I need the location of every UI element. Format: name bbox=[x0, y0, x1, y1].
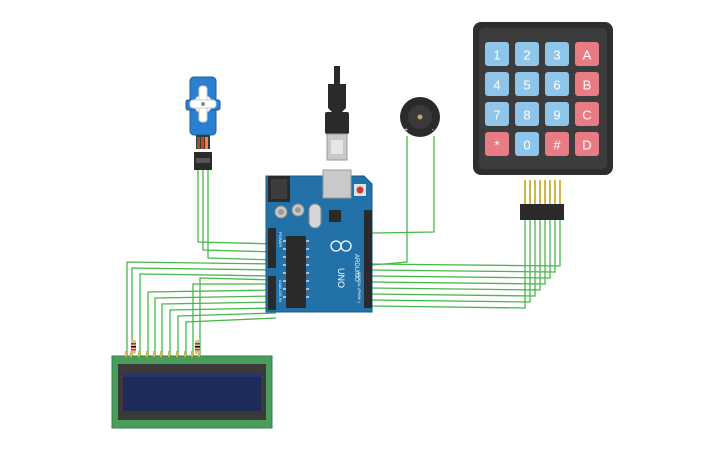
keypad-key-9[interactable]: 9 bbox=[545, 102, 569, 126]
arduino-uno-board[interactable]: ARDUINO UNO DIGITAL (PWM~) POWER ANALOG … bbox=[265, 169, 373, 313]
power-header-text: POWER bbox=[278, 232, 283, 247]
keypad-key-0[interactable]: 0 bbox=[515, 132, 539, 156]
keypad-wire-4[interactable] bbox=[371, 220, 541, 291]
keypad-key-label: 8 bbox=[523, 108, 530, 123]
keypad-key-face bbox=[545, 42, 569, 66]
lcd-wire-10[interactable] bbox=[192, 283, 276, 356]
keypad-wire-5[interactable] bbox=[371, 220, 546, 285]
keypad-key-face bbox=[545, 102, 569, 126]
keypad-key-6[interactable]: 6 bbox=[545, 72, 569, 96]
keypad-key-d[interactable]: D bbox=[575, 132, 599, 156]
keypad-key-1[interactable]: 1 bbox=[485, 42, 509, 66]
keypad-key-face bbox=[485, 42, 509, 66]
lcd-wire-1[interactable] bbox=[126, 261, 277, 356]
keypad-key-face bbox=[575, 42, 599, 66]
keypad-key-face bbox=[575, 102, 599, 126]
keypad-keys: 1 2 3 A 4 5 6 B 7 8 9 C * 0 # D bbox=[485, 42, 599, 156]
keypad-key-label: 7 bbox=[493, 108, 500, 123]
keypad-key-hash[interactable]: # bbox=[545, 132, 569, 156]
keypad-key-4[interactable]: 4 bbox=[485, 72, 509, 96]
resistor-2[interactable] bbox=[195, 340, 200, 354]
keypad-wire-8[interactable] bbox=[371, 220, 561, 267]
keypad-key-label: # bbox=[553, 138, 561, 153]
servo-motor[interactable] bbox=[185, 76, 221, 170]
arduino-model-text: UNO bbox=[336, 268, 346, 288]
buzzer-minus-label: - bbox=[432, 127, 435, 134]
keypad-wire-7[interactable] bbox=[371, 220, 556, 273]
servo-wire-2[interactable] bbox=[202, 170, 277, 253]
keypad-key-b[interactable]: B bbox=[575, 72, 599, 96]
keypad-key-label: A bbox=[583, 48, 592, 63]
keypad-key-5[interactable]: 5 bbox=[515, 72, 539, 96]
servo-wire-1[interactable] bbox=[197, 170, 277, 245]
keypad-key-label: C bbox=[582, 108, 591, 123]
lcd-wire-8[interactable] bbox=[177, 312, 277, 356]
keypad-key-label: 0 bbox=[523, 138, 530, 153]
keypad-key-3[interactable]: 3 bbox=[545, 42, 569, 66]
keypad-key-label: 1 bbox=[493, 48, 500, 63]
lcd-wire-6[interactable] bbox=[161, 301, 277, 356]
keypad-key-face bbox=[485, 72, 509, 96]
keypad-key-label: * bbox=[494, 138, 499, 153]
keypad-key-8[interactable]: 8 bbox=[515, 102, 539, 126]
buzzer-wire-plus[interactable] bbox=[371, 136, 408, 266]
keypad-key-label: 9 bbox=[553, 108, 560, 123]
keypad-key-label: 4 bbox=[493, 78, 500, 93]
keypad-key-7[interactable]: 7 bbox=[485, 102, 509, 126]
keypad-key-label: 2 bbox=[523, 48, 530, 63]
keypad-connector[interactable] bbox=[520, 204, 564, 220]
keypad-wire-2[interactable] bbox=[371, 220, 531, 303]
keypad-wire-1[interactable] bbox=[371, 220, 526, 309]
keypad-key-label: B bbox=[583, 78, 592, 93]
analog-header-text: ANALOG IN bbox=[278, 280, 283, 302]
keypad-key-face bbox=[485, 132, 509, 156]
keypad-key-face bbox=[575, 132, 599, 156]
keypad-key-label: 6 bbox=[553, 78, 560, 93]
keypad-key-face bbox=[515, 42, 539, 66]
keypad-key-2[interactable]: 2 bbox=[515, 42, 539, 66]
keypad-wire-3[interactable] bbox=[371, 220, 536, 297]
buzzer-wire-minus[interactable] bbox=[371, 136, 435, 234]
keypad-key-label: D bbox=[582, 138, 591, 153]
keypad-key-face bbox=[515, 132, 539, 156]
keypad-key-face bbox=[515, 72, 539, 96]
keypad-key-face bbox=[575, 72, 599, 96]
microcontroller-chip bbox=[286, 236, 306, 308]
lcd-wire-5[interactable] bbox=[154, 295, 277, 356]
keypad-key-label: 5 bbox=[523, 78, 530, 93]
lcd-wire-2[interactable] bbox=[131, 267, 277, 356]
keypad-key-star[interactable]: * bbox=[485, 132, 509, 156]
keypad-key-face bbox=[485, 102, 509, 126]
keypad-key-face bbox=[545, 72, 569, 96]
buzzer-plus-label: + bbox=[404, 127, 408, 134]
keypad-key-face bbox=[515, 102, 539, 126]
lcd-wire-11[interactable] bbox=[199, 277, 277, 356]
lcd-wire-3[interactable] bbox=[139, 273, 277, 356]
lcd-screen bbox=[123, 373, 261, 411]
lcd-wire-7[interactable] bbox=[169, 307, 277, 356]
lcd-wire-9[interactable] bbox=[185, 317, 277, 356]
keypad-key-face bbox=[545, 132, 569, 156]
keypad-4x4[interactable]: 1 2 3 A 4 5 6 B 7 8 9 C * 0 # D bbox=[473, 22, 613, 220]
arduino-logo-icon bbox=[330, 240, 352, 252]
lcd-wire-4[interactable] bbox=[147, 289, 277, 356]
piezo-buzzer[interactable]: + - bbox=[400, 97, 440, 137]
arduino-brand-text: ARDUINO bbox=[353, 254, 359, 282]
usb-port[interactable] bbox=[322, 169, 352, 199]
keypad-key-a[interactable]: A bbox=[575, 42, 599, 66]
resistor-1[interactable] bbox=[131, 340, 136, 354]
lcd-16x2[interactable] bbox=[111, 351, 273, 429]
keypad-key-label: 3 bbox=[553, 48, 560, 63]
digital-header-text: DIGITAL (PWM~) bbox=[357, 272, 362, 304]
usb-cable[interactable] bbox=[325, 66, 349, 161]
servo-wire-3[interactable] bbox=[207, 170, 277, 261]
keypad-key-c[interactable]: C bbox=[575, 102, 599, 126]
keypad-wire-6[interactable] bbox=[371, 220, 551, 279]
